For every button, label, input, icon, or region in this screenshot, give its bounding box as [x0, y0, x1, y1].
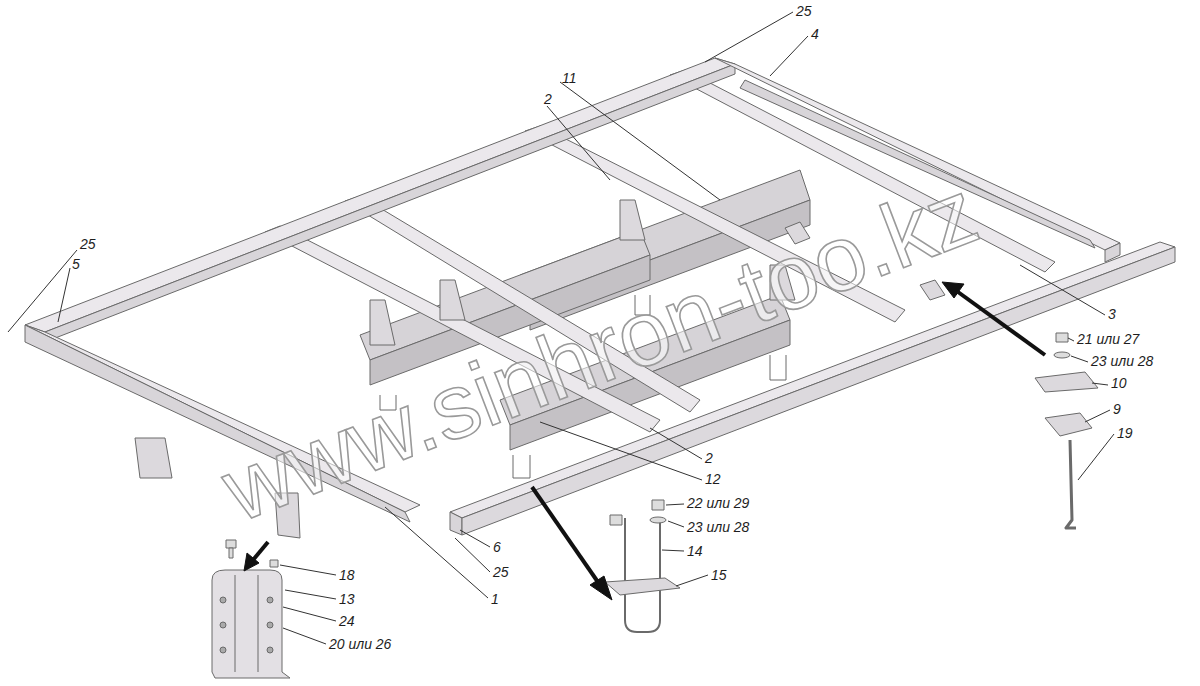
callout-number: 12 — [705, 471, 721, 487]
callout-number: 5 — [72, 256, 80, 272]
callout-number: 2 — [705, 450, 713, 466]
callout-number: 4 — [811, 26, 819, 42]
callout-number: 9 — [1113, 401, 1121, 417]
callout-number: 10 — [1111, 375, 1127, 391]
callout-number: 6 — [493, 539, 501, 555]
callout-number: 3 — [1108, 306, 1116, 322]
callout-number: 19 — [1117, 425, 1133, 441]
callout-number: 25 — [80, 236, 96, 252]
callout-number: 25 — [493, 564, 509, 580]
callout-number: 13 — [339, 591, 355, 607]
callout-number: 1 — [491, 591, 499, 607]
callout-number: 2 — [544, 91, 552, 107]
callout-number: 20 или 26 — [329, 636, 391, 652]
callout-number: 18 — [339, 567, 355, 583]
callout-number: 23 или 28 — [687, 519, 749, 535]
callout-number: 24 — [339, 613, 355, 629]
callout-number: 11 — [562, 70, 577, 86]
callout-number: 21 или 27 — [1077, 331, 1139, 347]
callout-number: 15 — [711, 567, 727, 583]
callout-number: 22 или 29 — [687, 495, 749, 511]
callout-number: 14 — [687, 543, 703, 559]
callout-number: 25 — [796, 3, 812, 19]
callout-number: 23 или 28 — [1091, 353, 1153, 369]
